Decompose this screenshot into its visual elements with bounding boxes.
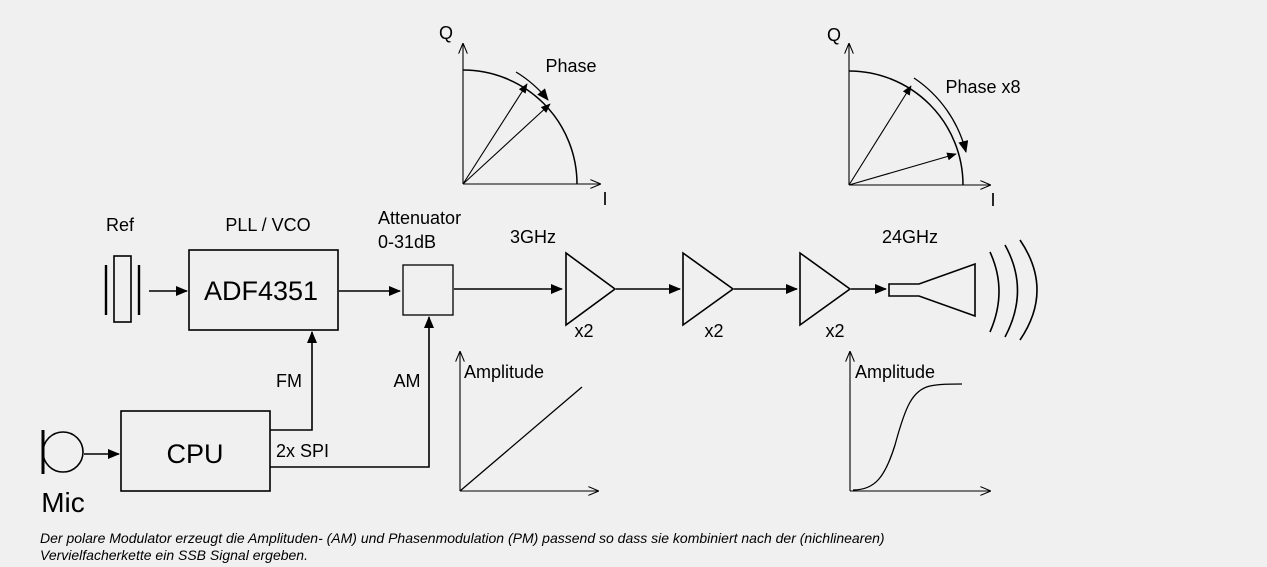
amp2-x2-label: x2 — [704, 321, 723, 341]
pll-vco-label: PLL / VCO — [225, 215, 310, 235]
phase2-q-label: Q — [827, 25, 841, 45]
microphone-icon — [41, 430, 84, 474]
amplifier-1 — [565, 251, 617, 327]
phase1-i-label: I — [602, 189, 607, 209]
cpu-block — [120, 410, 271, 492]
mic-label: Mic — [41, 487, 85, 518]
spi-label: 2x SPI — [276, 441, 329, 461]
freq-3ghz-label: 3GHz — [510, 227, 556, 247]
am-line — [270, 316, 434, 468]
freq-24ghz-label: 24GHz — [882, 227, 938, 247]
amp1-x2-label: x2 — [574, 321, 593, 341]
adf4351-block — [188, 249, 339, 331]
radio-waves — [989, 239, 1038, 341]
phase-diagram-2 — [849, 44, 990, 185]
phase-diagram-1 — [463, 44, 600, 184]
amplitude-chart-scurve — [850, 352, 990, 491]
ref-label: Ref — [106, 215, 135, 235]
adf4351-label: ADF4351 — [204, 276, 318, 306]
caption-line-1: Der polare Modulator erzeugt die Amplitu… — [40, 530, 885, 546]
amplifier-2 — [682, 251, 735, 327]
cpu-label: CPU — [166, 439, 223, 469]
amplitude2-label: Amplitude — [855, 362, 935, 382]
phase1-label: Phase — [545, 56, 596, 76]
amp3-x2-label: x2 — [825, 321, 844, 341]
fm-label: FM — [276, 371, 302, 391]
crystal-ref — [104, 255, 141, 323]
attenuator-block — [402, 264, 454, 316]
horn-antenna — [888, 262, 976, 318]
phase1-q-label: Q — [439, 23, 453, 43]
phase2-i-label: I — [990, 190, 995, 210]
phase2-label: Phase x8 — [945, 77, 1020, 97]
attenuator-label: Attenuator — [378, 208, 461, 228]
amplitude1-label: Amplitude — [464, 362, 544, 382]
attenuator-range-label: 0-31dB — [378, 232, 436, 252]
amplitude-chart-linear — [460, 352, 598, 491]
caption: Der polare Modulator erzeugt die Amplitu… — [40, 530, 1050, 564]
amplifier-3 — [799, 251, 852, 327]
fm-line — [270, 331, 317, 431]
caption-line-2: Vervielfacherkette ein SSB Signal ergebe… — [40, 547, 308, 563]
am-label: AM — [394, 371, 421, 391]
